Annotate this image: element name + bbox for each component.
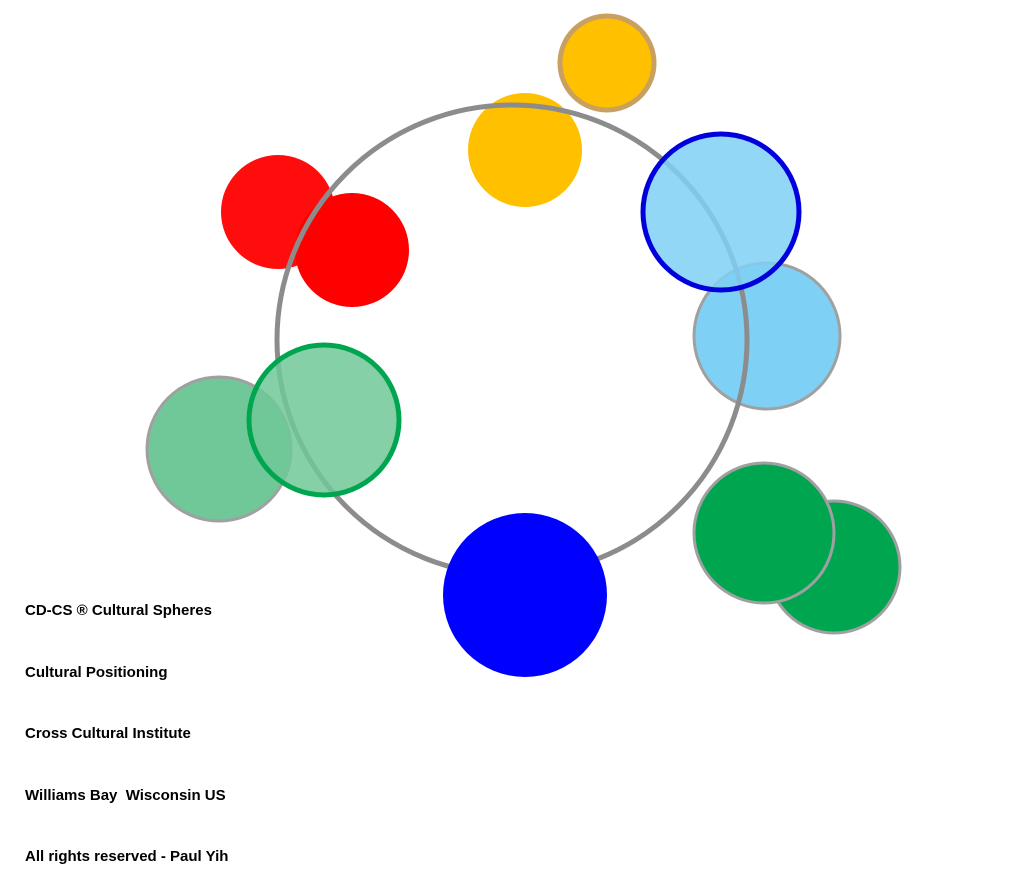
sphere-yellow-small xyxy=(557,13,657,113)
sphere-blue xyxy=(443,513,607,677)
caption-line-location: Williams Bay Wisconsin US xyxy=(25,786,226,804)
copyright-caption: CD-CS ® Cultural Spheres Cultural Positi… xyxy=(25,560,228,888)
caption-line-subtitle: Cultural Positioning xyxy=(25,663,168,681)
sphere-yellow xyxy=(468,93,582,207)
caption-line-title: CD-CS ® Cultural Spheres xyxy=(25,602,212,619)
sphere-green-front xyxy=(692,461,836,605)
sphere-light-green-green-outline xyxy=(246,342,402,498)
sphere-red-front xyxy=(221,155,335,269)
sphere-light-blue-blue-outline xyxy=(640,131,802,293)
caption-line-rights: All rights reserved - Paul Yih xyxy=(25,848,229,865)
caption-line-institute: Cross Cultural Institute xyxy=(25,725,191,742)
cultural-spheres-diagram xyxy=(145,13,902,677)
